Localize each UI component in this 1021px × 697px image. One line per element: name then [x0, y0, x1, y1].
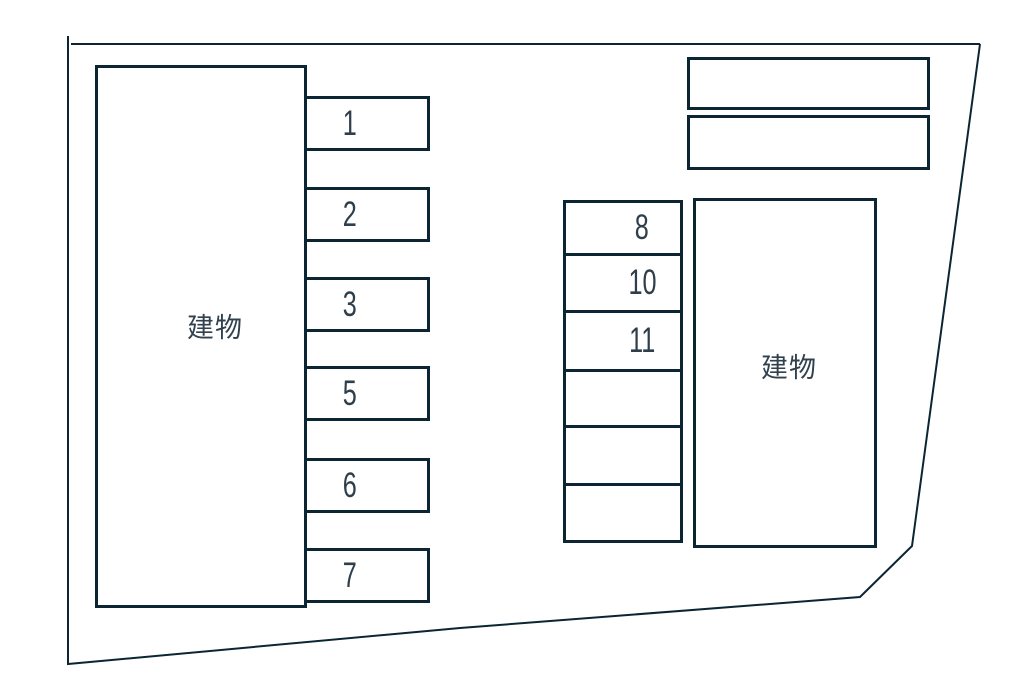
parking-space-3-label: 3	[342, 284, 358, 324]
parking-space-blank-1	[563, 369, 683, 428]
parking-space-2: 2	[304, 187, 430, 242]
parking-space-10: 10	[563, 253, 683, 313]
parking-space-5-label: 5	[342, 373, 358, 413]
parking-space-1-label: 1	[342, 103, 358, 143]
building-right: 建物	[693, 198, 877, 548]
parking-space-11: 11	[563, 310, 683, 372]
parking-space-6: 6	[304, 458, 430, 513]
parking-space-3: 3	[304, 277, 430, 332]
parking-space-7-label: 7	[342, 555, 358, 595]
building-left: 建物	[95, 65, 307, 608]
parking-space-6-label: 6	[342, 465, 358, 505]
parking-space-8-label: 8	[634, 208, 650, 247]
parking-space-5: 5	[304, 366, 430, 421]
site-boundary-outline	[67, 36, 981, 666]
parking-space-blank-2	[563, 425, 683, 486]
parking-space-7: 7	[304, 548, 430, 603]
building-right-label: 建物	[761, 352, 817, 383]
parking-space-2-label: 2	[342, 194, 358, 234]
parking-space-10-label: 10	[627, 263, 657, 302]
parking-space-1: 1	[304, 96, 430, 151]
top-right-space-1	[687, 57, 930, 110]
parking-space-blank-3	[563, 483, 683, 543]
parking-space-11-label: 11	[628, 321, 656, 360]
top-right-space-2	[687, 115, 930, 170]
building-left-label: 建物	[187, 313, 243, 343]
parking-space-8: 8	[563, 200, 683, 256]
